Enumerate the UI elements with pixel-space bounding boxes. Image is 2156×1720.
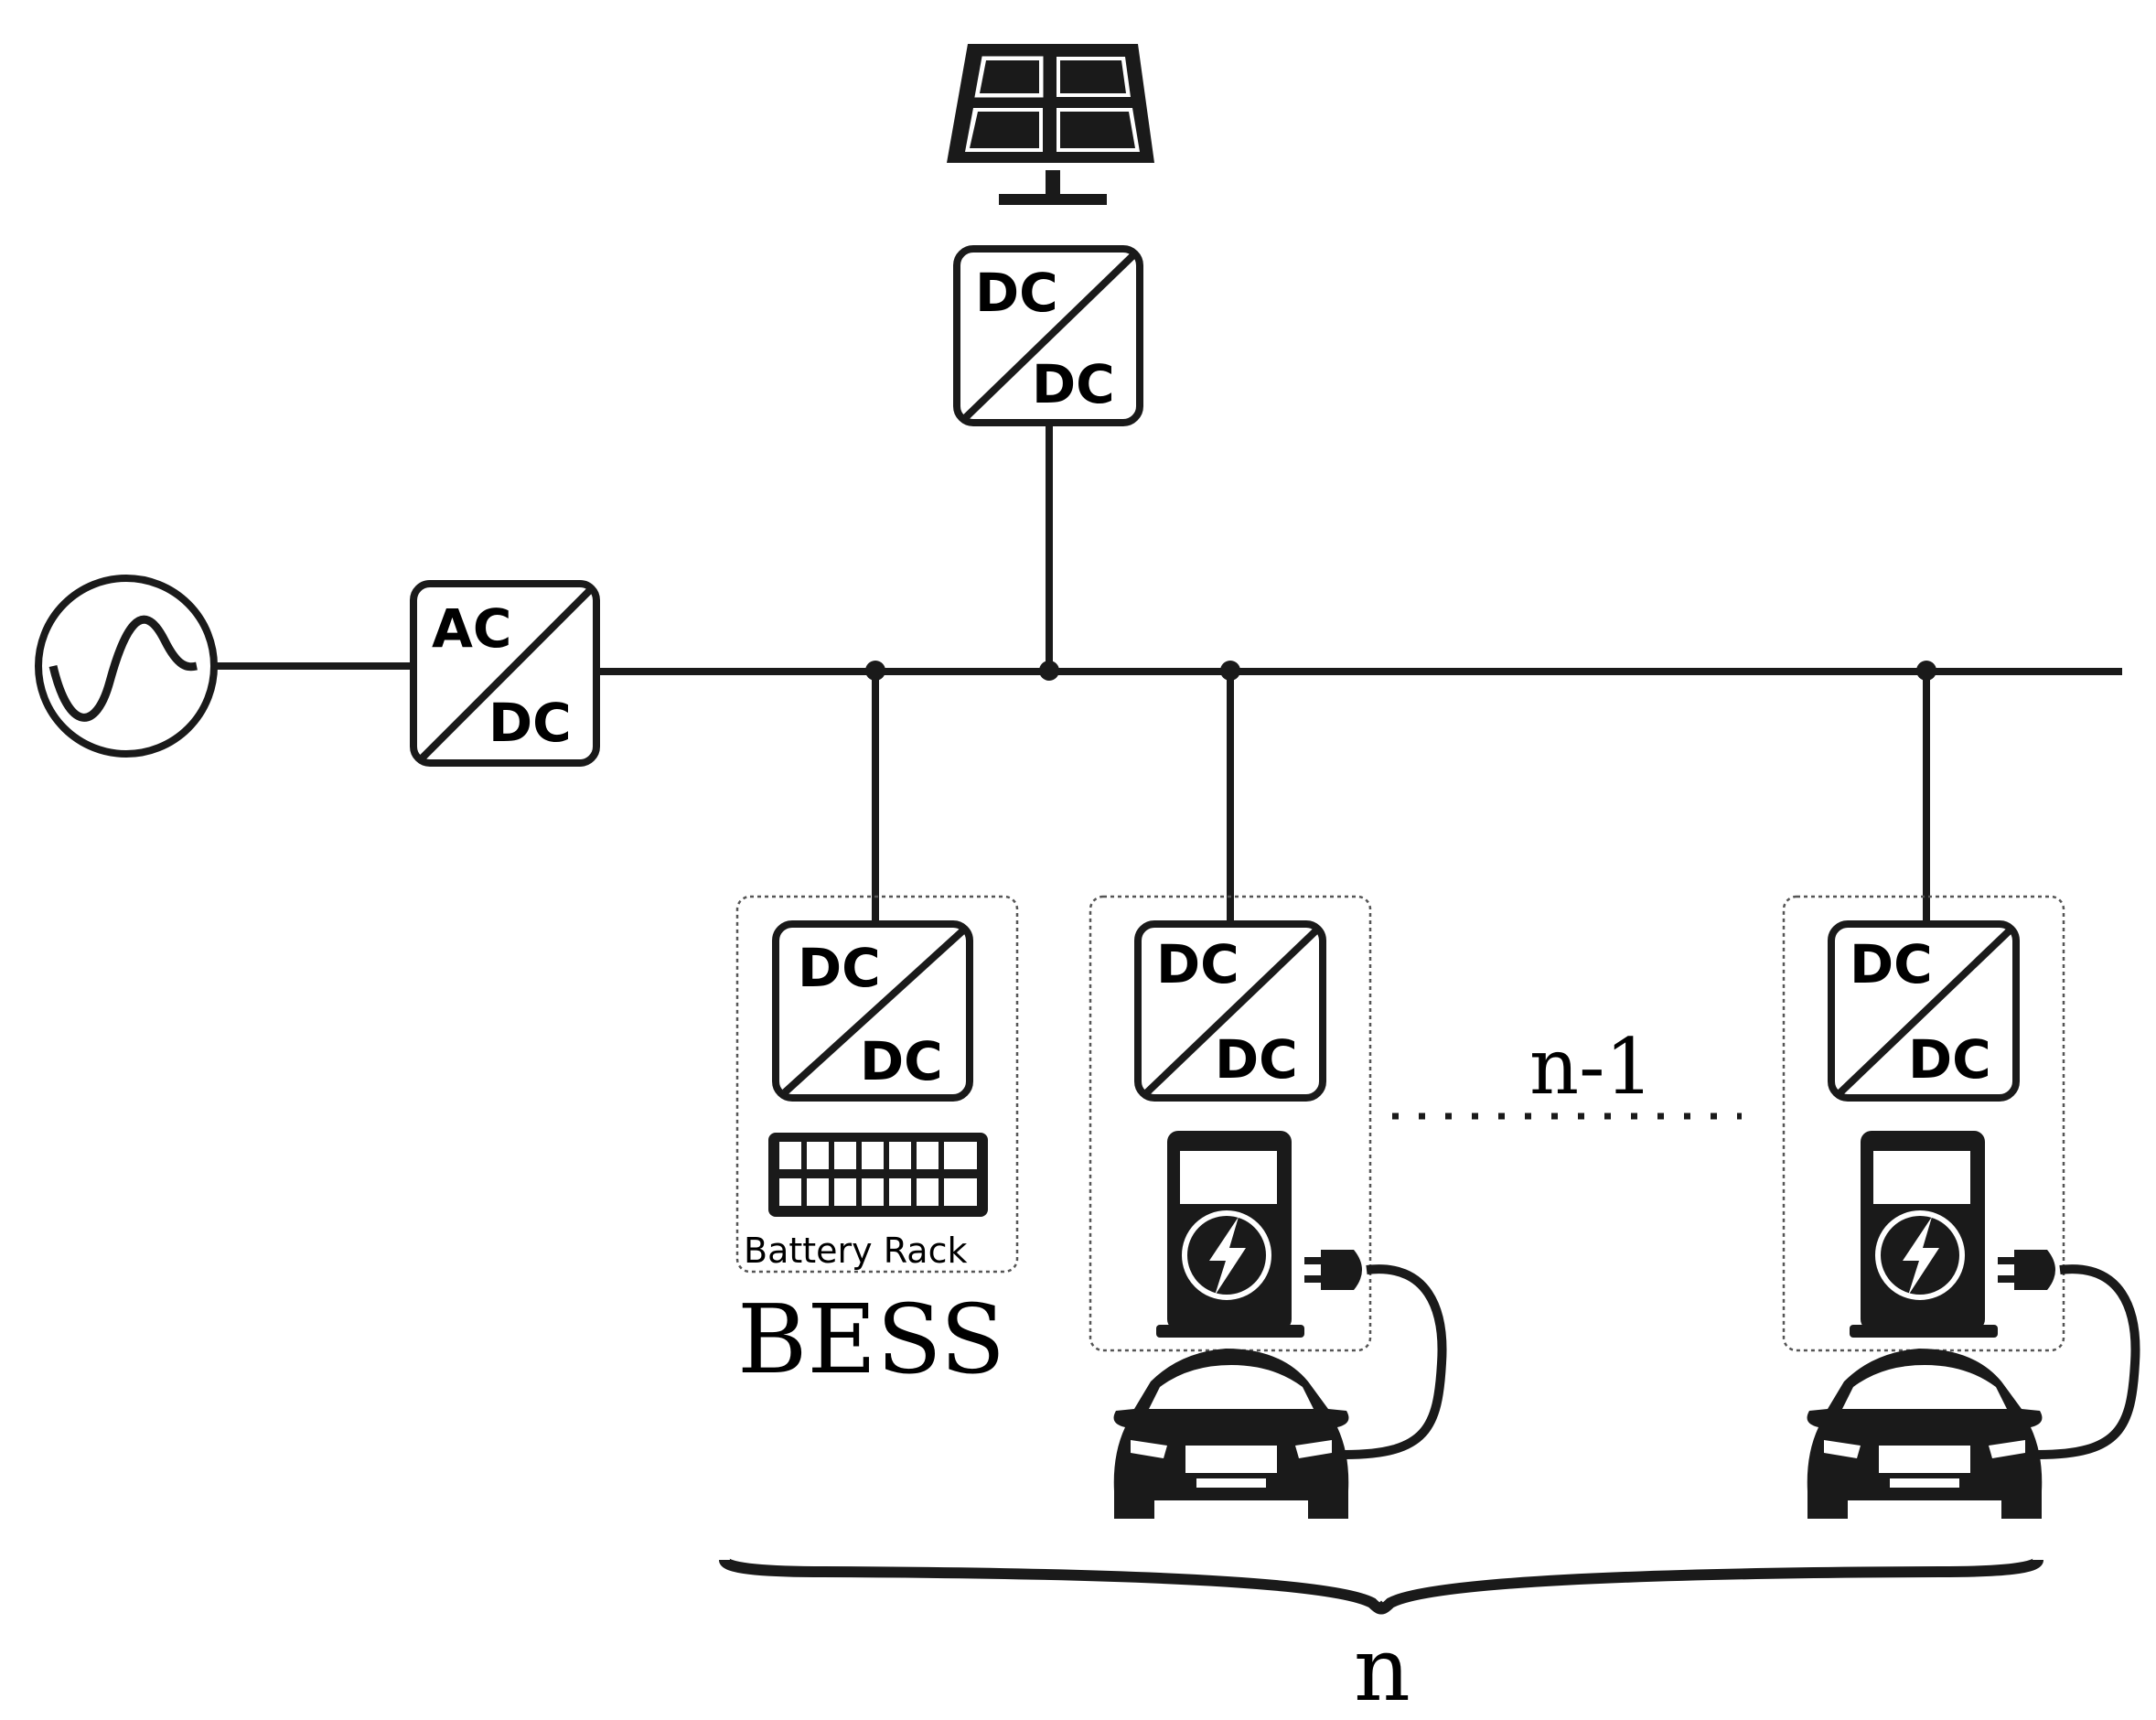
charger-1-dcdc-converter: DC DC	[1134, 920, 1326, 1102]
bess-label: BESS	[737, 1284, 1005, 1395]
charger-n-station-icon	[1850, 1131, 2055, 1338]
acdc-bottom-label: DC	[488, 692, 572, 754]
total-count-label: n	[1354, 1618, 1411, 1720]
charger-1-plug-icon	[1304, 1250, 1362, 1290]
ellipsis-count-label: n-1	[1529, 1022, 1654, 1112]
charger-n-dcdc-converter: DC DC	[1828, 920, 2020, 1102]
charger-1-dcdc-bottom-label: DC	[1215, 1028, 1298, 1091]
charger-n-plug-icon	[1998, 1250, 2055, 1290]
charger-1-cable	[1344, 1264, 1447, 1459]
charger-n-dcdc-top-label: DC	[1850, 933, 1933, 995]
charger-1-station-icon	[1156, 1131, 1362, 1338]
battery-rack-label: Battery Rack	[744, 1231, 967, 1271]
bess-dcdc-top-label: DC	[798, 937, 881, 999]
bess-dcdc-converter: DC DC	[772, 920, 973, 1102]
charger-1-dcdc-top-label: DC	[1156, 933, 1239, 995]
ac-source-icon	[35, 575, 218, 758]
acdc-top-label: AC	[432, 597, 511, 660]
bess-dcdc-bottom-label: DC	[860, 1030, 943, 1092]
curly-brace-icon	[719, 1557, 2043, 1615]
battery-rack-icon	[768, 1133, 988, 1217]
charger-n-cable	[2037, 1264, 2140, 1459]
car-1-icon	[1113, 1349, 1349, 1519]
pv-dcdc-bottom-label: DC	[1032, 353, 1115, 415]
pv-dcdc-top-label: DC	[975, 262, 1058, 324]
acdc-converter: AC DC	[410, 580, 600, 767]
car-n-icon	[1807, 1349, 2043, 1519]
solar-panel-icon	[947, 44, 1154, 205]
pv-dcdc-converter: DC DC	[953, 245, 1143, 426]
charger-n-dcdc-bottom-label: DC	[1908, 1028, 1991, 1091]
bess-dotted-frame	[735, 895, 1019, 1274]
